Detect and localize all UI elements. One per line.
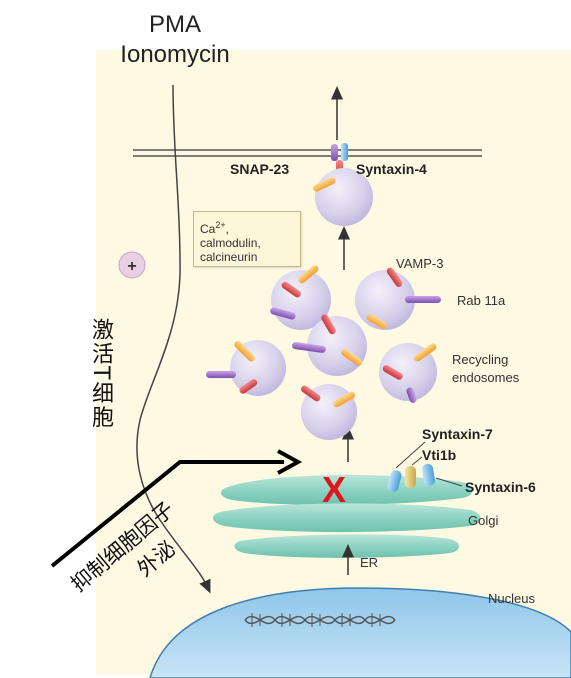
label-leaders xyxy=(395,441,463,487)
stimulus-pma: PMA xyxy=(148,11,201,38)
signal-calcium: Ca2+, xyxy=(200,220,229,236)
activate-t-cell-annotation: 激活T细胞 xyxy=(88,318,113,430)
snap23-label: SNAP-23 xyxy=(230,161,290,177)
stimulus-label: PMA Ionomycin xyxy=(110,10,240,70)
er-label: ER xyxy=(360,555,379,570)
recycling-endosomes xyxy=(206,265,441,440)
syntaxin6-protein xyxy=(421,463,436,486)
syntaxin7-label: Syntaxin-7 xyxy=(422,426,493,442)
recycling-endosomes-label: Recycling endosomes xyxy=(452,351,519,387)
plasma-membrane xyxy=(133,149,482,157)
vesicle xyxy=(379,343,437,403)
nucleus-label: Nucleus xyxy=(488,591,535,606)
nucleus xyxy=(149,587,571,678)
snap23-protein xyxy=(331,144,338,161)
vti1b-label: Vti1b xyxy=(422,447,457,463)
vesicle xyxy=(355,267,441,330)
syntaxin7-protein xyxy=(387,470,402,493)
golgi-snares xyxy=(387,463,436,493)
vesicle xyxy=(301,384,357,440)
signal-calcineurin: calcineurin xyxy=(200,250,258,264)
golgi xyxy=(212,475,481,558)
trafficking-arrows xyxy=(331,86,354,575)
block-x-mark: X xyxy=(322,469,347,510)
stimulus-ionomycin: Ionomycin xyxy=(120,41,230,68)
positive-signal: + xyxy=(118,251,146,279)
rab11a-label: Rab 11a xyxy=(457,293,506,308)
dna-icon xyxy=(244,613,396,627)
syntaxin6-label: Syntaxin-6 xyxy=(465,479,536,495)
calcium-signaling-box: Ca2+, calmodulin, calcineurin xyxy=(193,211,301,267)
endosomes-word: endosomes xyxy=(452,370,520,385)
recycling-word: Recycling xyxy=(452,352,509,367)
signal-calmodulin: calmodulin, xyxy=(200,236,261,250)
syntaxin4-protein xyxy=(341,143,348,161)
syntaxin4-label: Syntaxin-4 xyxy=(356,161,427,177)
inhibition-arrow xyxy=(50,449,303,568)
vti1b-protein xyxy=(405,466,416,488)
fusing-vesicle xyxy=(313,168,373,226)
vesicle xyxy=(292,314,367,376)
vesicle xyxy=(270,265,331,330)
plus-sign: + xyxy=(127,258,136,275)
vamp3-label: VAMP-3 xyxy=(396,256,444,271)
vesicle xyxy=(206,340,286,396)
golgi-label: Golgi xyxy=(468,513,499,528)
signaling-pathway-arrow xyxy=(136,84,211,594)
